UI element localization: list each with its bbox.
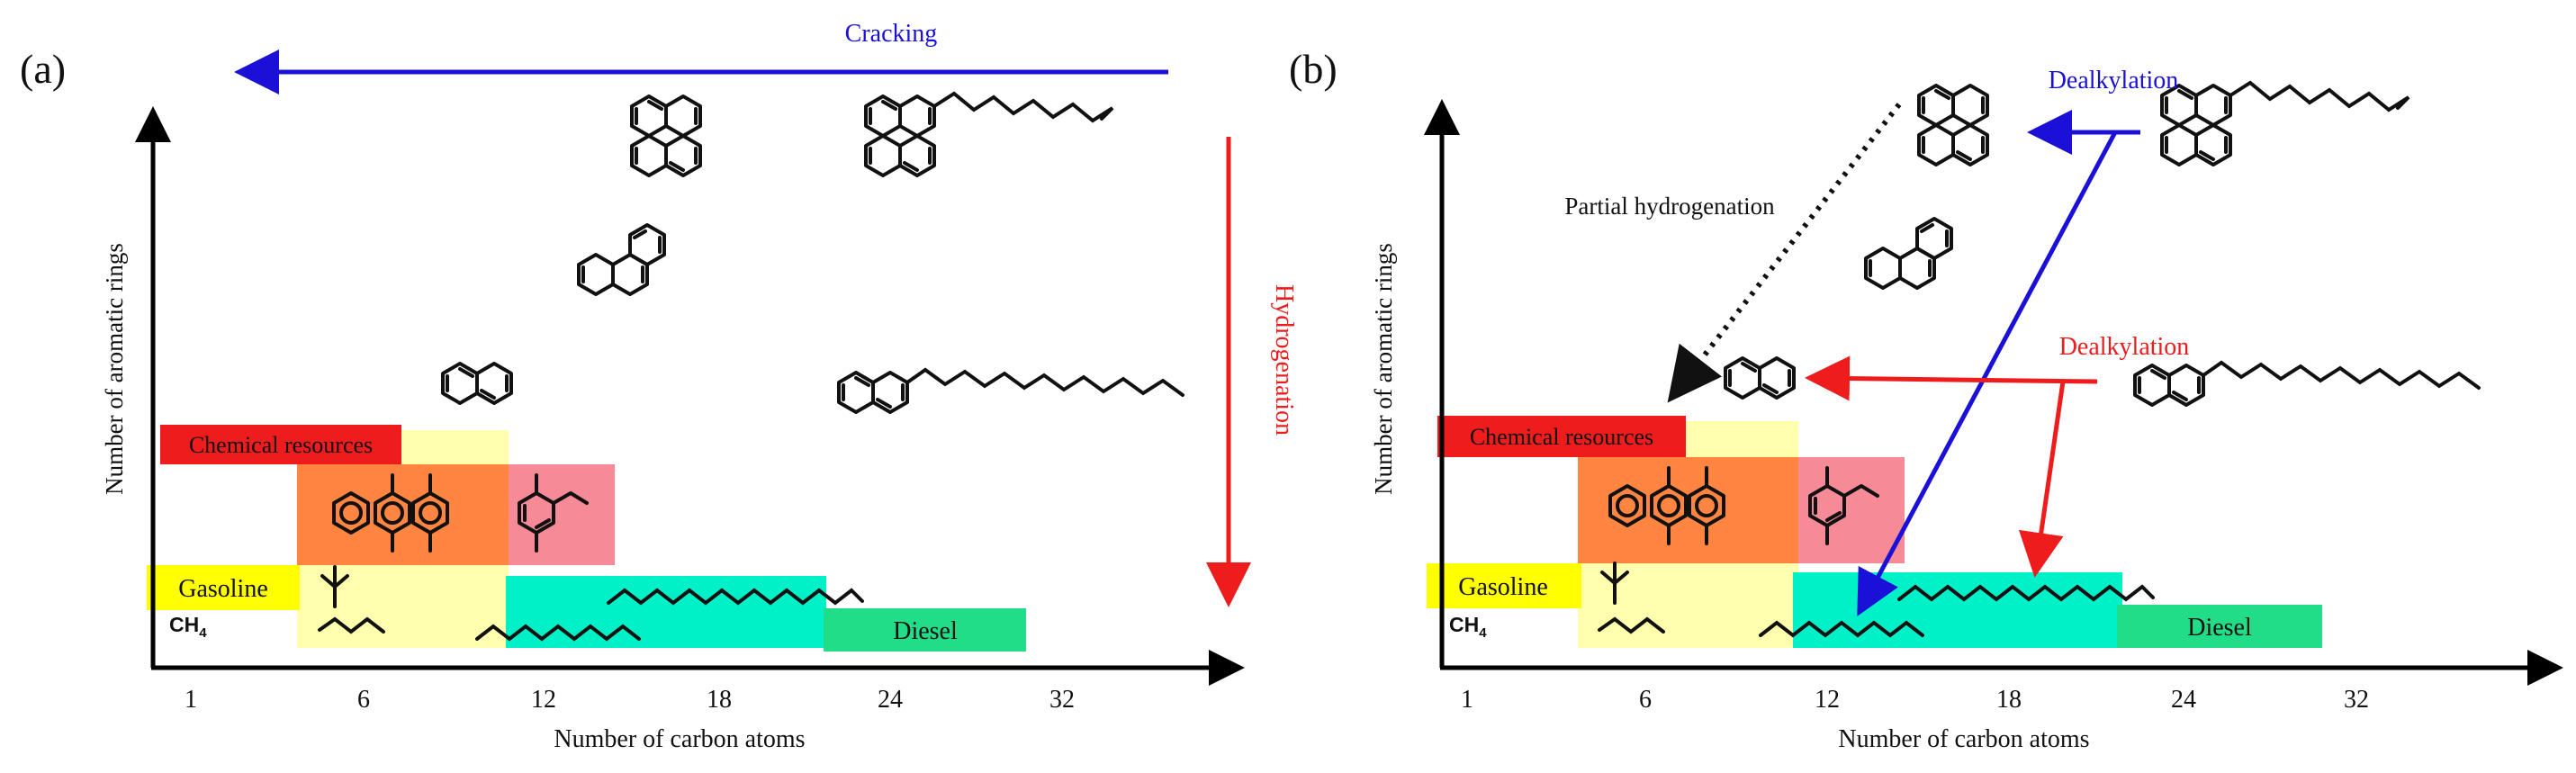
cyan-band xyxy=(506,576,826,648)
x-axis-label: Number of carbon atoms xyxy=(554,725,805,753)
x-tick-32: 32 xyxy=(1049,686,1075,714)
dodecane-molecule-b xyxy=(1759,620,1924,638)
alkyl-pyrene-molecule-b xyxy=(2160,80,2410,166)
y-axis-label-b: Number of aromatic rings xyxy=(1370,243,1397,495)
chemical-resources-label: Chemical resources xyxy=(189,432,373,458)
x-tick-12: 12 xyxy=(531,686,556,714)
x-tick-b-1: 1 xyxy=(1461,686,1473,714)
diesel-label: Diesel xyxy=(893,617,958,645)
panel-b-label: (b) xyxy=(1289,46,1338,92)
chemical-resources-box[interactable] xyxy=(160,425,401,464)
hydrogenation-label: Hydrogenation xyxy=(1270,284,1298,436)
diesel-label-b: Diesel xyxy=(2187,614,2252,642)
diesel-box-b[interactable] xyxy=(2117,605,2322,648)
chemical-resources-label-b: Chemical resources xyxy=(1470,424,1653,450)
dodecane-molecule xyxy=(475,624,641,642)
gasoline-box-b[interactable] xyxy=(1427,563,1581,608)
y-axis-label: Number of aromatic rings xyxy=(101,243,128,495)
naphthalene-molecule-b xyxy=(1724,356,1796,400)
dealkylation-red-arrow-left xyxy=(1805,355,2098,401)
x-tick-b-24: 24 xyxy=(2171,686,2196,714)
dealkylation-blue-label: Dealkylation xyxy=(2049,67,2179,94)
partial-hydrogenation-arrow xyxy=(1667,103,1902,403)
panel-a: (a) Cracking Hydrogenation Diesel Chemic… xyxy=(20,20,1298,753)
diesel-box[interactable] xyxy=(824,608,1026,652)
gasoline-label-b: Gasoline xyxy=(1458,573,1548,601)
hexadecane-molecule xyxy=(607,588,864,606)
dealkylation-red-label: Dealkylation xyxy=(2059,333,2190,361)
alkyl-naphthalene-molecule xyxy=(837,367,1184,414)
dealkylation-blue-arrow-diagonal xyxy=(1857,130,2118,616)
pyrene-molecule xyxy=(630,94,702,177)
partial-hydrogenation-label: Partial hydrogenation xyxy=(1564,193,1775,220)
alkyl-naphthalene-molecule-b xyxy=(2133,360,2481,407)
cyan-band-b xyxy=(1793,572,2122,648)
methane-label: CH4 xyxy=(169,613,207,641)
pentane-molecule-b xyxy=(1598,616,1665,634)
x-tick-b-32: 32 xyxy=(2344,686,2369,714)
phenanthrene-molecule-b xyxy=(1864,217,1953,290)
x-tick-b-12: 12 xyxy=(1815,686,1840,714)
x-tick-18: 18 xyxy=(707,686,732,714)
gasoline-box[interactable] xyxy=(147,565,300,610)
x-tick-1: 1 xyxy=(185,686,197,714)
alkyl-pyrene-molecule xyxy=(864,91,1114,177)
phenanthrene-molecule xyxy=(577,223,666,296)
x-tick-24: 24 xyxy=(878,686,903,714)
pyrene-molecule-b xyxy=(1917,84,1989,166)
cracking-label: Cracking xyxy=(845,20,938,48)
chemical-resources-box-b[interactable] xyxy=(1437,416,1686,457)
x-tick-6: 6 xyxy=(357,686,370,714)
panel-a-label: (a) xyxy=(20,46,66,92)
naphthalene-molecule xyxy=(441,362,513,405)
gasoline-label: Gasoline xyxy=(178,575,268,603)
dealkylation-red-arrow-down xyxy=(2018,381,2066,578)
x-ticks-b: 1 6 12 18 24 32 xyxy=(1461,686,2369,714)
x-axis-label-b: Number of carbon atoms xyxy=(1838,725,2089,753)
methane-label-b: CH4 xyxy=(1449,613,1487,641)
x-ticks: 1 6 12 18 24 32 xyxy=(185,686,1075,714)
x-tick-b-6: 6 xyxy=(1639,686,1652,714)
x-tick-b-18: 18 xyxy=(1996,686,2022,714)
hexadecane-molecule-b xyxy=(1897,584,2155,602)
panel-b: (b) Diesel Chemical resources Gasoline C… xyxy=(1289,46,2563,753)
pentane-molecule xyxy=(318,616,385,634)
